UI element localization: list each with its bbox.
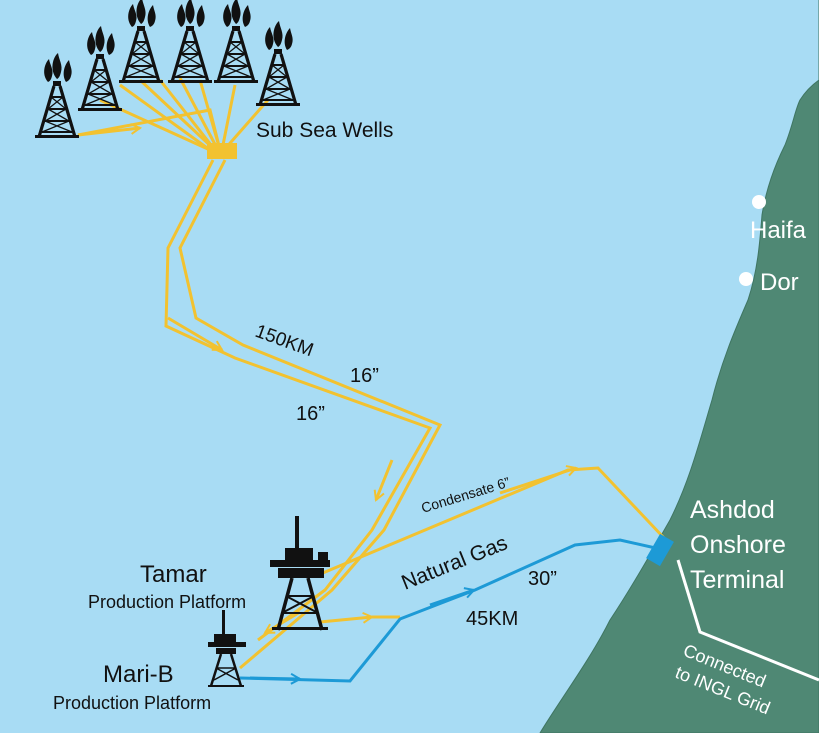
haifa-label: Haifa (750, 217, 807, 244)
sub-sea-wells-label: Sub Sea Wells (256, 119, 393, 142)
dor-dot (739, 272, 753, 286)
dor-label: Dor (760, 269, 799, 296)
gas-pipeline-150km (164, 159, 443, 670)
diameter-16-label-a: 16” (350, 365, 379, 387)
terminal-label-1: Ashdod (690, 496, 775, 524)
distance-45km-label: 45KM (466, 608, 518, 630)
haifa-dot (752, 195, 766, 209)
well-feeder-lines (77, 77, 270, 152)
ashdod-terminal (646, 533, 674, 567)
tamar-name-label: Tamar (140, 561, 207, 588)
terminal-label-2: Onshore (690, 531, 786, 559)
land (539, 0, 819, 733)
tamar-platform-icon (270, 516, 330, 631)
condensate-pipeline (317, 468, 666, 622)
natural-gas-pipeline (239, 538, 661, 681)
tamar-sub-label: Production Platform (88, 592, 246, 612)
diameter-30-label: 30” (528, 568, 557, 590)
mari-b-platform-icon (208, 610, 246, 687)
wells-hub (207, 143, 237, 159)
ingl-grid-line (676, 559, 819, 682)
terminal-label-3: Terminal (690, 566, 784, 594)
diameter-16-label-b: 16” (296, 403, 325, 425)
marib-sub-label: Production Platform (53, 693, 211, 713)
marib-name-label: Mari-B (103, 661, 174, 688)
